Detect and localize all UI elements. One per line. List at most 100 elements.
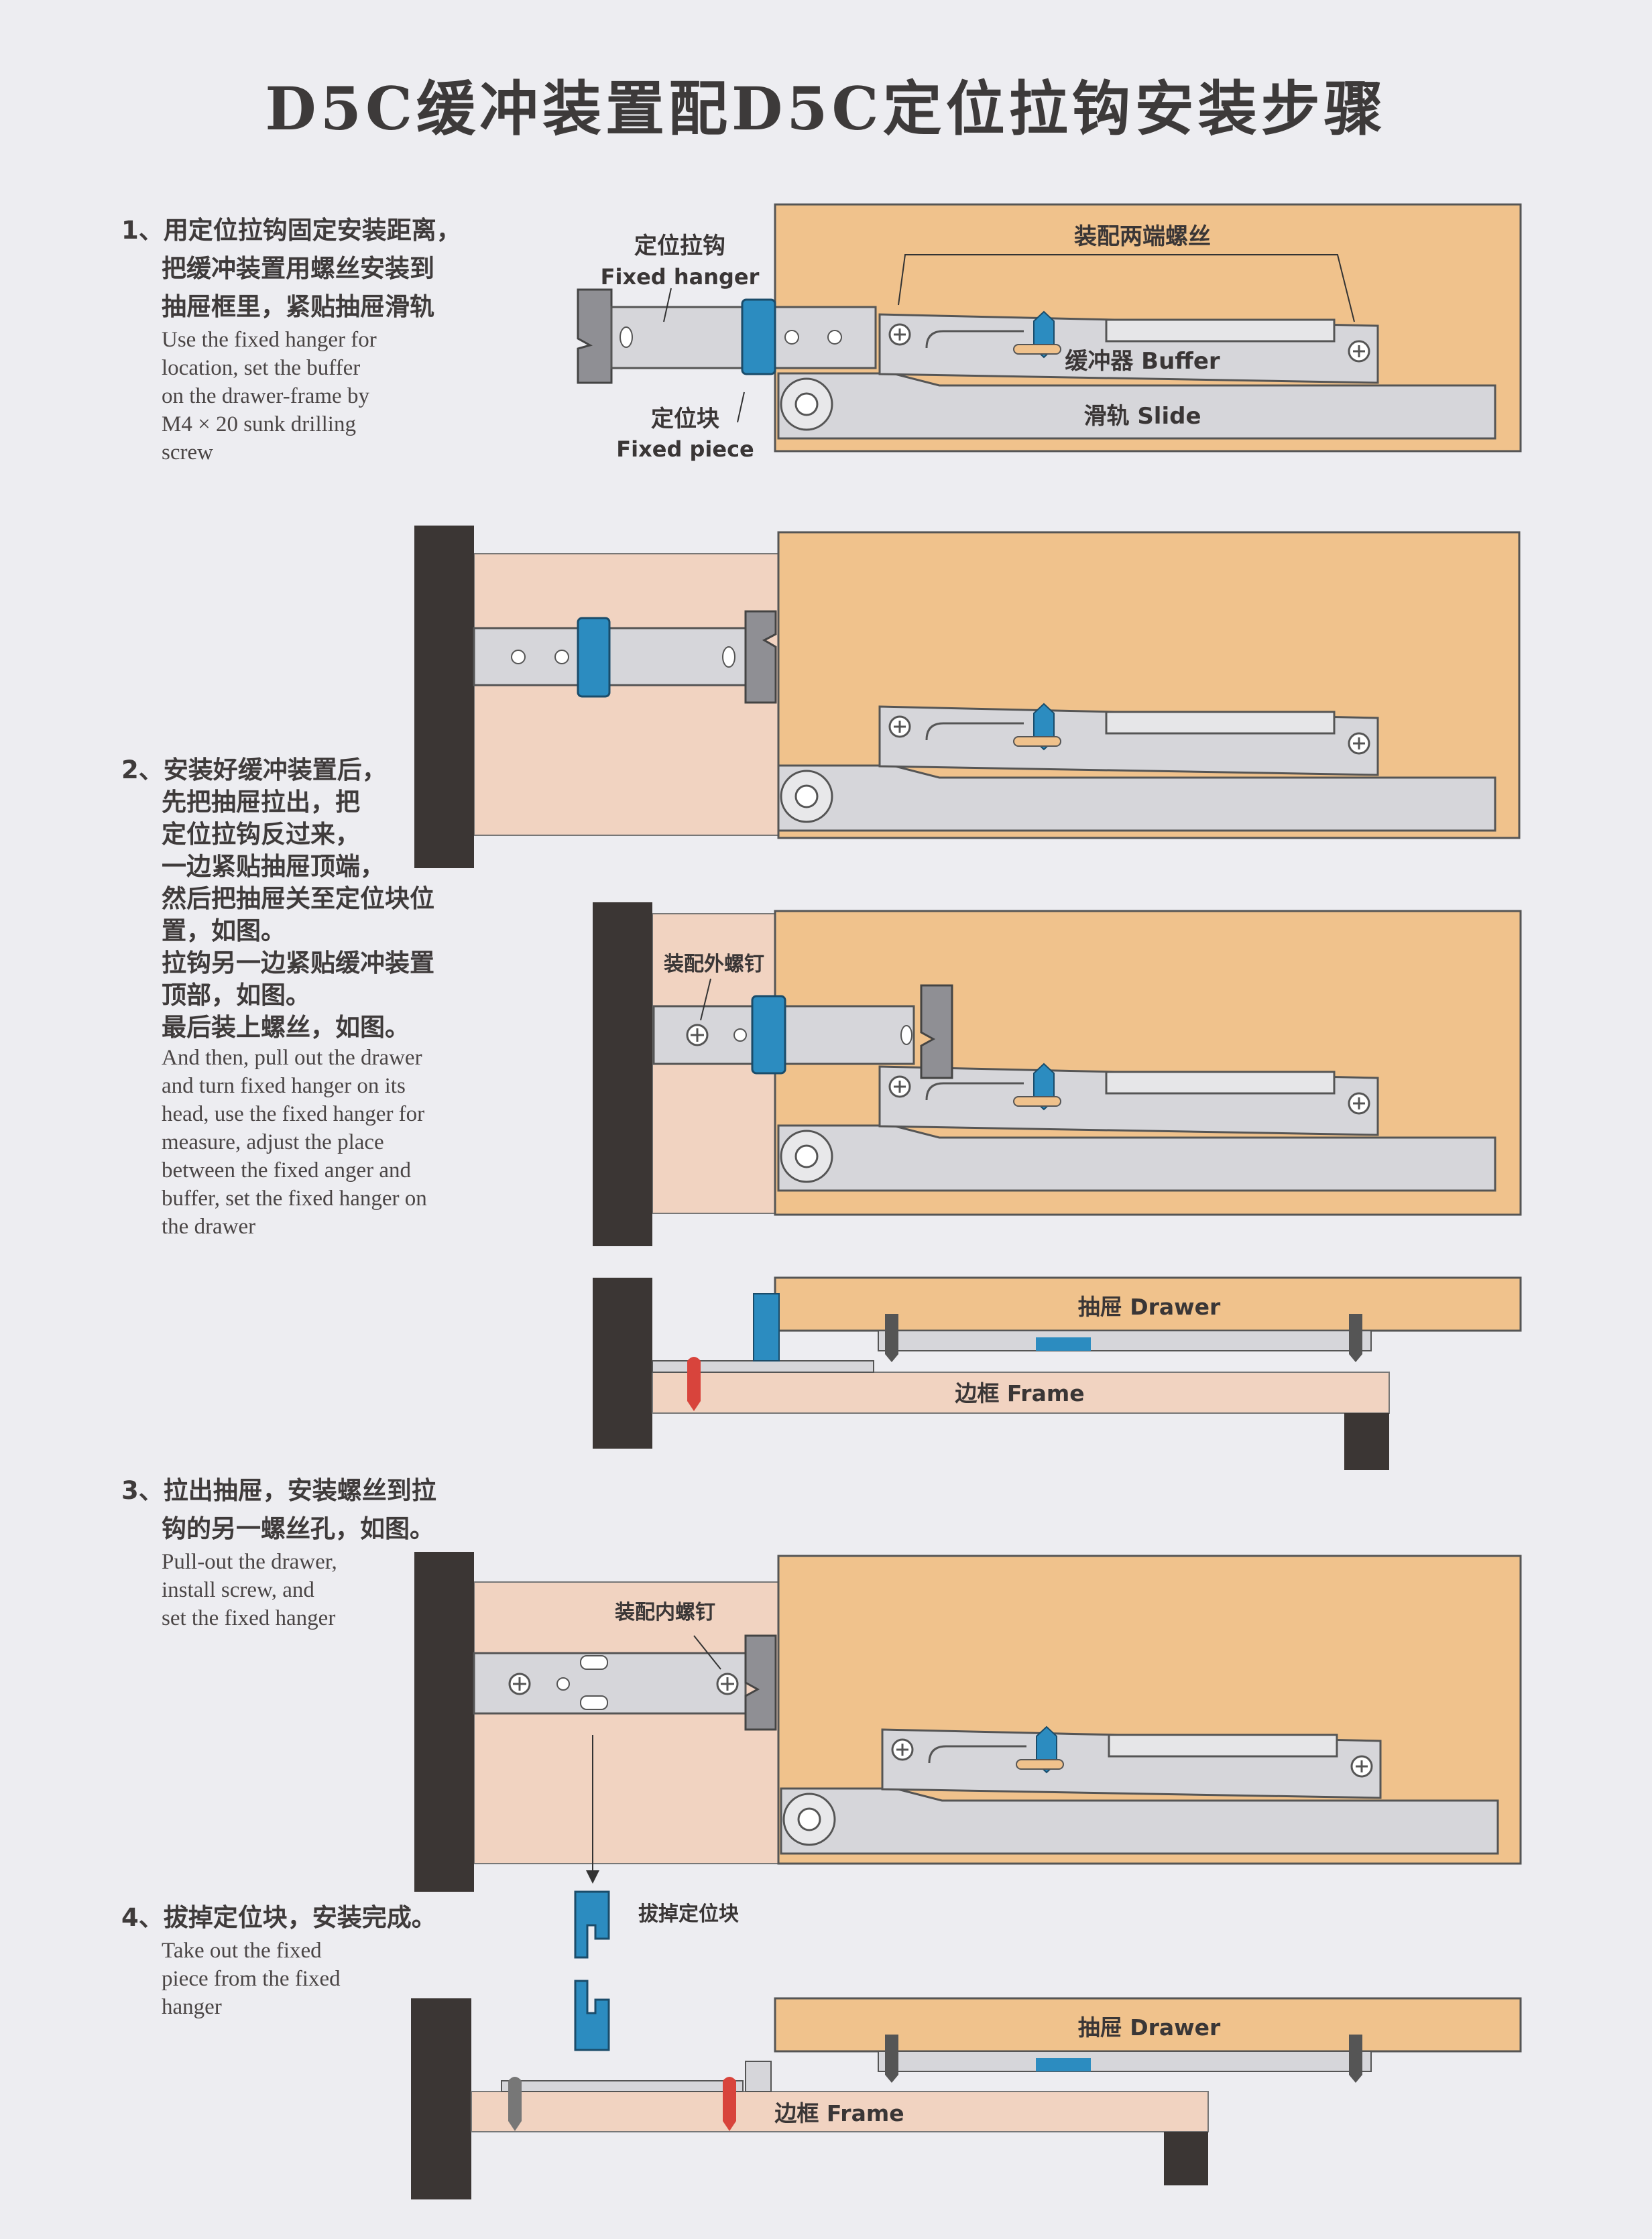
- hanger-hole: [827, 330, 842, 345]
- buffer-cylinder: [1105, 1071, 1336, 1095]
- fixed-hanger: [577, 288, 877, 384]
- step-1-en-line: Use the fixed hanger for: [162, 328, 377, 352]
- slide-roller-hub: [794, 1144, 819, 1168]
- step-4-en-line: hanger: [162, 1995, 222, 2019]
- screw-cross: [1356, 1760, 1368, 1772]
- screw-icon: [885, 2035, 898, 2083]
- frame-leg: [1344, 1413, 1389, 1470]
- step-3-en-line: install screw, and: [162, 1578, 314, 1602]
- fixed-hanger-reversed: [473, 610, 777, 704]
- slide-buffer-assembly: [777, 310, 1496, 440]
- label-buffer: 缓冲器 Buffer: [1065, 348, 1220, 375]
- label-remove-fixed-piece: 拔掉定位块: [638, 1902, 739, 1926]
- buffer-slot: [925, 330, 1024, 349]
- step-4-text: 4、拔掉定位块，安装完成。 Take out the fixed piece f…: [121, 1898, 436, 2021]
- step-2-en-line: between the fixed anger and: [162, 1158, 411, 1183]
- buffer-slot: [1013, 736, 1061, 747]
- buffer-cylinder: [1105, 711, 1336, 735]
- arrow-down-icon: [586, 1870, 599, 1884]
- label-inner-screw: 装配内螺钉: [615, 1601, 715, 1624]
- page-title: D5C缓冲装置配D5C定位拉钩安装步骤: [265, 74, 1387, 143]
- slide-buffer-assembly: [780, 1726, 1499, 1855]
- fixed-hanger: [652, 984, 953, 1079]
- screw-cross: [896, 1744, 908, 1756]
- step-1-en-line: location, set the buffer: [162, 356, 361, 380]
- buffer-blue: [1036, 2058, 1091, 2071]
- slide-roller-hub: [794, 784, 819, 808]
- hanger-slot: [580, 1655, 608, 1670]
- label-fixed-piece-cn: 定位块: [651, 406, 719, 432]
- hanger-hole: [900, 1025, 912, 1045]
- leader-line: [693, 1635, 721, 1670]
- buffer-cylinder: [1108, 1734, 1338, 1758]
- screw-icon: [885, 1314, 898, 1362]
- screw-red-icon: [723, 2077, 736, 2131]
- buffer-cylinder: [1105, 318, 1336, 343]
- step-1-text: 1、用定位拉钩固定安装距离， 把缓冲装置用螺丝安装到 抽屉框里，紧贴抽屉滑轨 U…: [121, 211, 461, 467]
- buffer-blue: [1036, 1337, 1091, 1351]
- step-2-cn-line: 先把抽屉拉出，把: [162, 788, 360, 816]
- hanger-hole: [722, 646, 735, 668]
- screw-cross: [513, 1677, 526, 1691]
- diagram-step-2a: [414, 526, 1521, 868]
- step-3-text: 3、拉出抽屉，安装螺丝到拉 钩的另一螺丝孔，如图。 Pull-out the d…: [121, 1471, 436, 1632]
- step-2-en-line: And then, pull out the drawer: [162, 1046, 422, 1070]
- buffer-slot: [925, 1082, 1024, 1101]
- step-1-en-line: screw: [162, 440, 213, 465]
- hanger-hook-end: [577, 288, 613, 384]
- step-2-en-line: and turn fixed hanger on its: [162, 1074, 406, 1098]
- label-drawer: 抽屉 Drawer: [1078, 1294, 1221, 1320]
- fixed-piece-blue: [753, 1293, 780, 1361]
- screw-cross: [894, 1081, 906, 1093]
- step-1-en-line: M4 × 20 sunk drilling: [162, 412, 356, 436]
- step-2-en-line: head, use the fixed hanger for: [162, 1102, 425, 1126]
- hanger-hole: [784, 330, 799, 345]
- leader-line: [663, 288, 672, 322]
- step-1-cn-line: 把缓冲装置用螺丝安装到: [162, 254, 434, 283]
- step-2-en-line: measure, adjust the place: [162, 1130, 384, 1154]
- fixed-hanger-section: [652, 1360, 874, 1373]
- fixed-hanger: [473, 1634, 777, 1731]
- label-fixed-hanger-en: Fixed hanger: [601, 264, 760, 290]
- step-2-cn-line: 2、安装好缓冲装置后，: [121, 755, 387, 784]
- leader-line: [898, 254, 1355, 322]
- cross-section-step-2: 抽屉 Drawer 边框 Frame: [593, 1276, 1522, 1470]
- drawer-panel: [774, 1276, 1522, 1332]
- slide-buffer-assembly: [777, 1063, 1496, 1192]
- step-2-en-line: buffer, set the fixed hanger on: [162, 1187, 427, 1211]
- drawer-panel: [774, 1997, 1522, 2053]
- removed-fixed-piece: 拔掉定位块: [574, 1890, 739, 2051]
- screw-icon: [1349, 1314, 1362, 1362]
- cabinet-wall: [593, 902, 652, 1246]
- slide-roller-hub: [794, 392, 819, 416]
- slide-buffer-assembly: [777, 703, 1496, 832]
- buffer-slot: [1016, 1759, 1064, 1770]
- screw-cross: [1353, 345, 1365, 357]
- step-3-cn-line: 钩的另一螺丝孔，如图。: [162, 1514, 434, 1543]
- step-2-cn-line: 拉钩另一边紧贴缓冲装置: [162, 949, 434, 977]
- screw-cross: [894, 328, 906, 341]
- fixed-piece-blue: [741, 298, 776, 375]
- step-2-text: 2、安装好缓冲装置后， 先把抽屉拉出，把 定位拉钩反过来， 一边紧贴抽屉顶端， …: [121, 754, 434, 1241]
- step-2-en-line: the drawer: [162, 1215, 256, 1239]
- label-outer-screw: 装配外螺钉: [664, 953, 764, 976]
- fixed-piece-blue: [751, 995, 786, 1075]
- slide-rail: [878, 1330, 1372, 1351]
- cross-section-step-4: 抽屉 Drawer 边框 Frame: [411, 1997, 1522, 2199]
- cabinet-wall: [414, 526, 474, 868]
- screw-red-icon: [687, 1357, 701, 1411]
- step-3-en-line: Pull-out the drawer,: [162, 1550, 337, 1574]
- fixed-piece-blue: [574, 1980, 610, 2051]
- hanger-hole: [554, 650, 569, 664]
- fixed-piece-blue: [577, 617, 611, 698]
- step-1-en-line: on the drawer-frame by: [162, 384, 369, 408]
- diagram-step-2b: 装配外螺钉: [593, 902, 1522, 1246]
- frame-panel: [471, 2091, 1209, 2132]
- cabinet-wall: [411, 1998, 471, 2199]
- leader-line: [737, 391, 745, 423]
- slide-rail: [878, 2051, 1372, 2072]
- label-drawer: 抽屉 Drawer: [1078, 2014, 1221, 2041]
- step-2-cn-line: 定位拉钩反过来，: [162, 820, 360, 849]
- frame-panel: [473, 1581, 779, 1864]
